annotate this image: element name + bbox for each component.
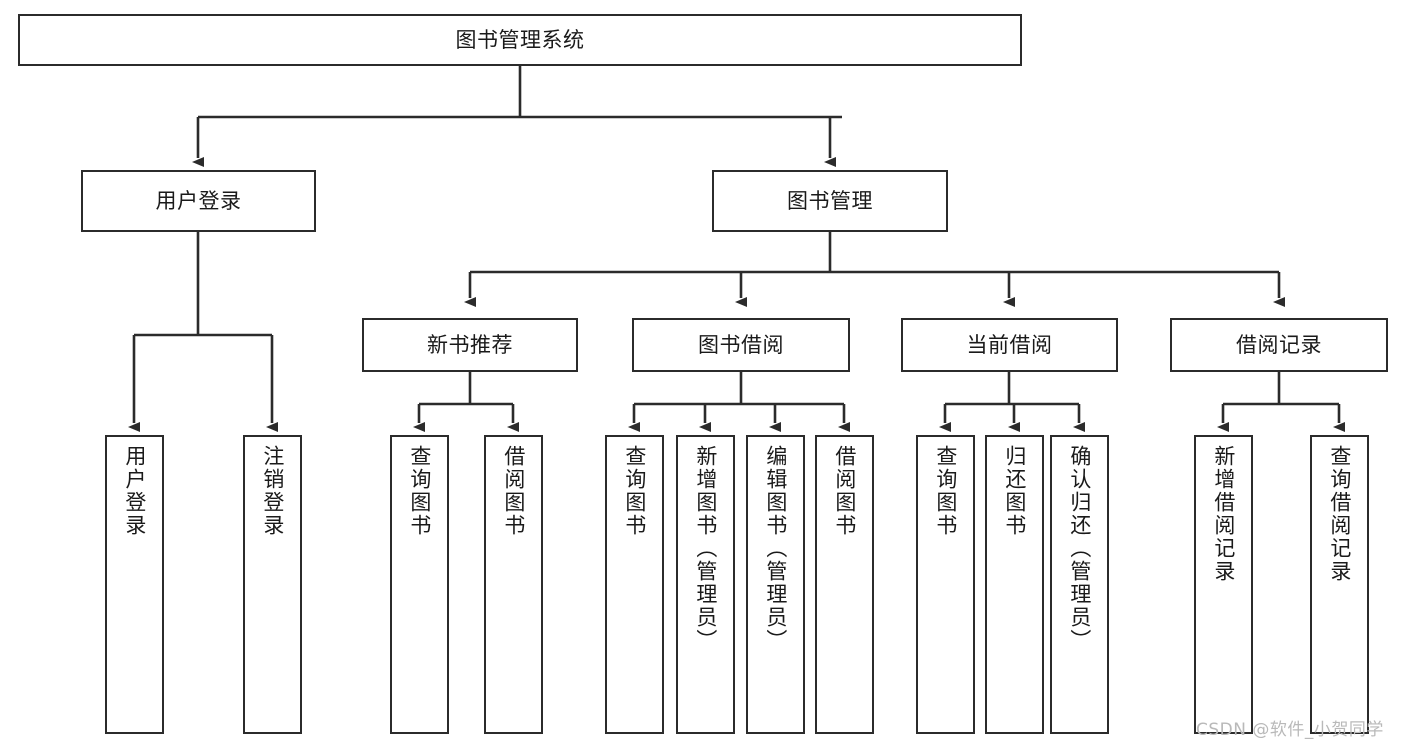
node-leaf-label: 查询图书 [622, 445, 647, 537]
node-leaf-label: 编辑图书（管理员） [763, 445, 788, 652]
node-leaf-label: 新增图书（管理员） [693, 445, 718, 652]
node-leaf-label: 注销登录 [260, 445, 285, 537]
node-borrow-record[interactable]: 借阅记录 [1170, 318, 1388, 372]
node-leaf-label: 查询借阅记录 [1327, 445, 1352, 583]
node-leaf-label: 归还图书 [1002, 445, 1027, 537]
node-leaf-book-borrow-0[interactable]: 查询图书 [605, 435, 664, 734]
node-root[interactable]: 图书管理系统 [18, 14, 1022, 66]
node-leaf-new-book-0[interactable]: 查询图书 [390, 435, 449, 734]
node-borrow-record-label: 借阅记录 [1236, 332, 1322, 357]
node-leaf-label: 查询图书 [407, 445, 432, 537]
node-leaf-new-book-1[interactable]: 借阅图书 [484, 435, 543, 734]
node-new-book-recommend[interactable]: 新书推荐 [362, 318, 578, 372]
node-leaf-label: 确认归还（管理员） [1067, 445, 1092, 652]
node-leaf-label: 查询图书 [933, 445, 958, 537]
csdn-watermark: CSDN @软件_小贺同学 [1196, 720, 1384, 740]
node-leaf-label: 借阅图书 [832, 445, 857, 537]
node-current-borrow-label: 当前借阅 [966, 332, 1053, 357]
node-leaf-user-login-1[interactable]: 注销登录 [243, 435, 302, 734]
node-leaf-borrow-record-1[interactable]: 查询借阅记录 [1310, 435, 1369, 734]
node-book-borrow[interactable]: 图书借阅 [632, 318, 850, 372]
node-leaf-book-borrow-1[interactable]: 新增图书（管理员） [676, 435, 735, 734]
node-leaf-current-borrow-1[interactable]: 归还图书 [985, 435, 1044, 734]
node-book-management[interactable]: 图书管理 [712, 170, 948, 232]
node-leaf-book-borrow-3[interactable]: 借阅图书 [815, 435, 874, 734]
node-new-book-recommend-label: 新书推荐 [427, 332, 513, 357]
node-leaf-label: 借阅图书 [501, 445, 526, 537]
node-user-login[interactable]: 用户登录 [81, 170, 316, 232]
node-leaf-current-borrow-0[interactable]: 查询图书 [916, 435, 975, 734]
node-leaf-book-borrow-2[interactable]: 编辑图书（管理员） [746, 435, 805, 734]
node-user-login-label: 用户登录 [155, 188, 242, 213]
node-leaf-label: 用户登录 [122, 445, 147, 537]
node-leaf-current-borrow-2[interactable]: 确认归还（管理员） [1050, 435, 1109, 734]
node-book-management-label: 图书管理 [787, 188, 873, 213]
node-book-borrow-label: 图书借阅 [698, 332, 784, 357]
node-leaf-borrow-record-0[interactable]: 新增借阅记录 [1194, 435, 1253, 734]
node-current-borrow[interactable]: 当前借阅 [901, 318, 1118, 372]
node-leaf-user-login-0[interactable]: 用户登录 [105, 435, 164, 734]
node-root-label: 图书管理系统 [455, 27, 585, 52]
node-leaf-label: 新增借阅记录 [1211, 445, 1236, 583]
